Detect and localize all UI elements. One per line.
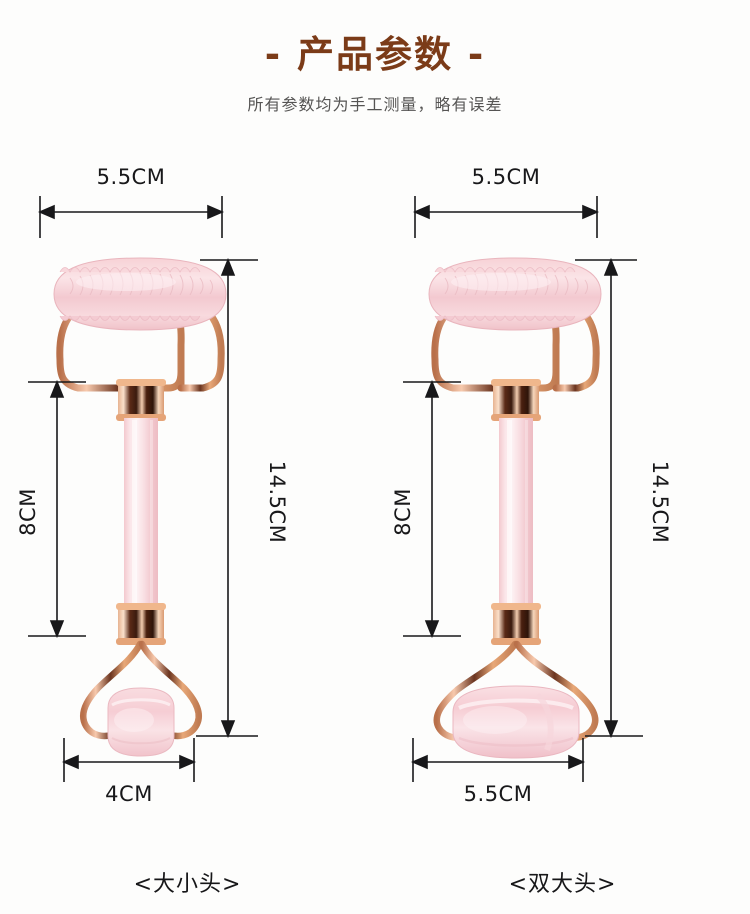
dim-total-height-left: 14.5CM <box>265 460 289 544</box>
dim-handle-height-right: 8CM <box>391 488 415 536</box>
page-header: - 产品参数 - 所有参数均为手工测量，略有误差 <box>0 0 750 115</box>
upper-collar-left <box>116 379 166 421</box>
dimension-lines-right <box>403 196 643 782</box>
lower-collar-left <box>116 603 166 645</box>
bottom-roller-jade-right <box>452 685 580 759</box>
top-roller-jade-right <box>428 257 602 331</box>
handle-rod-right <box>499 418 533 608</box>
lower-collar-right <box>491 603 541 645</box>
product-diagram-double-big-head: 5.5CM 14.5CM 8CM 5.5CM <box>375 160 750 860</box>
page-subtitle: 所有参数均为手工测量，略有误差 <box>247 94 503 114</box>
handle-rod-left <box>124 418 158 608</box>
dim-top-width-left: 5.5CM <box>96 165 166 189</box>
top-roller-jade-left <box>53 257 227 331</box>
page-title: - 产品参数 - <box>264 33 486 76</box>
product-panel-double-big-head: 5.5CM 14.5CM 8CM 5.5CM <双大头> <box>375 160 750 914</box>
product-caption-left: <大小头> <box>133 872 242 897</box>
dim-total-height-right: 14.5CM <box>648 460 672 544</box>
upper-collar-right <box>491 379 541 421</box>
product-diagram-big-small-head: 5.5CM 14.5CM 8CM 4CM <box>0 160 375 860</box>
dim-bottom-width-right: 5.5CM <box>463 782 533 806</box>
dim-bottom-width-left: 4CM <box>105 782 153 806</box>
dim-top-width-right: 5.5CM <box>471 165 541 189</box>
product-illustration-right <box>403 196 643 782</box>
dim-handle-height-left: 8CM <box>16 488 40 536</box>
product-caption-right: <双大头> <box>508 872 617 897</box>
product-illustration-left <box>28 196 258 782</box>
bottom-roller-jade-left <box>107 687 175 757</box>
product-panel-big-small-head: 5.5CM 14.5CM 8CM 4CM <大小头> <box>0 160 375 914</box>
dimension-lines-left <box>28 196 258 782</box>
